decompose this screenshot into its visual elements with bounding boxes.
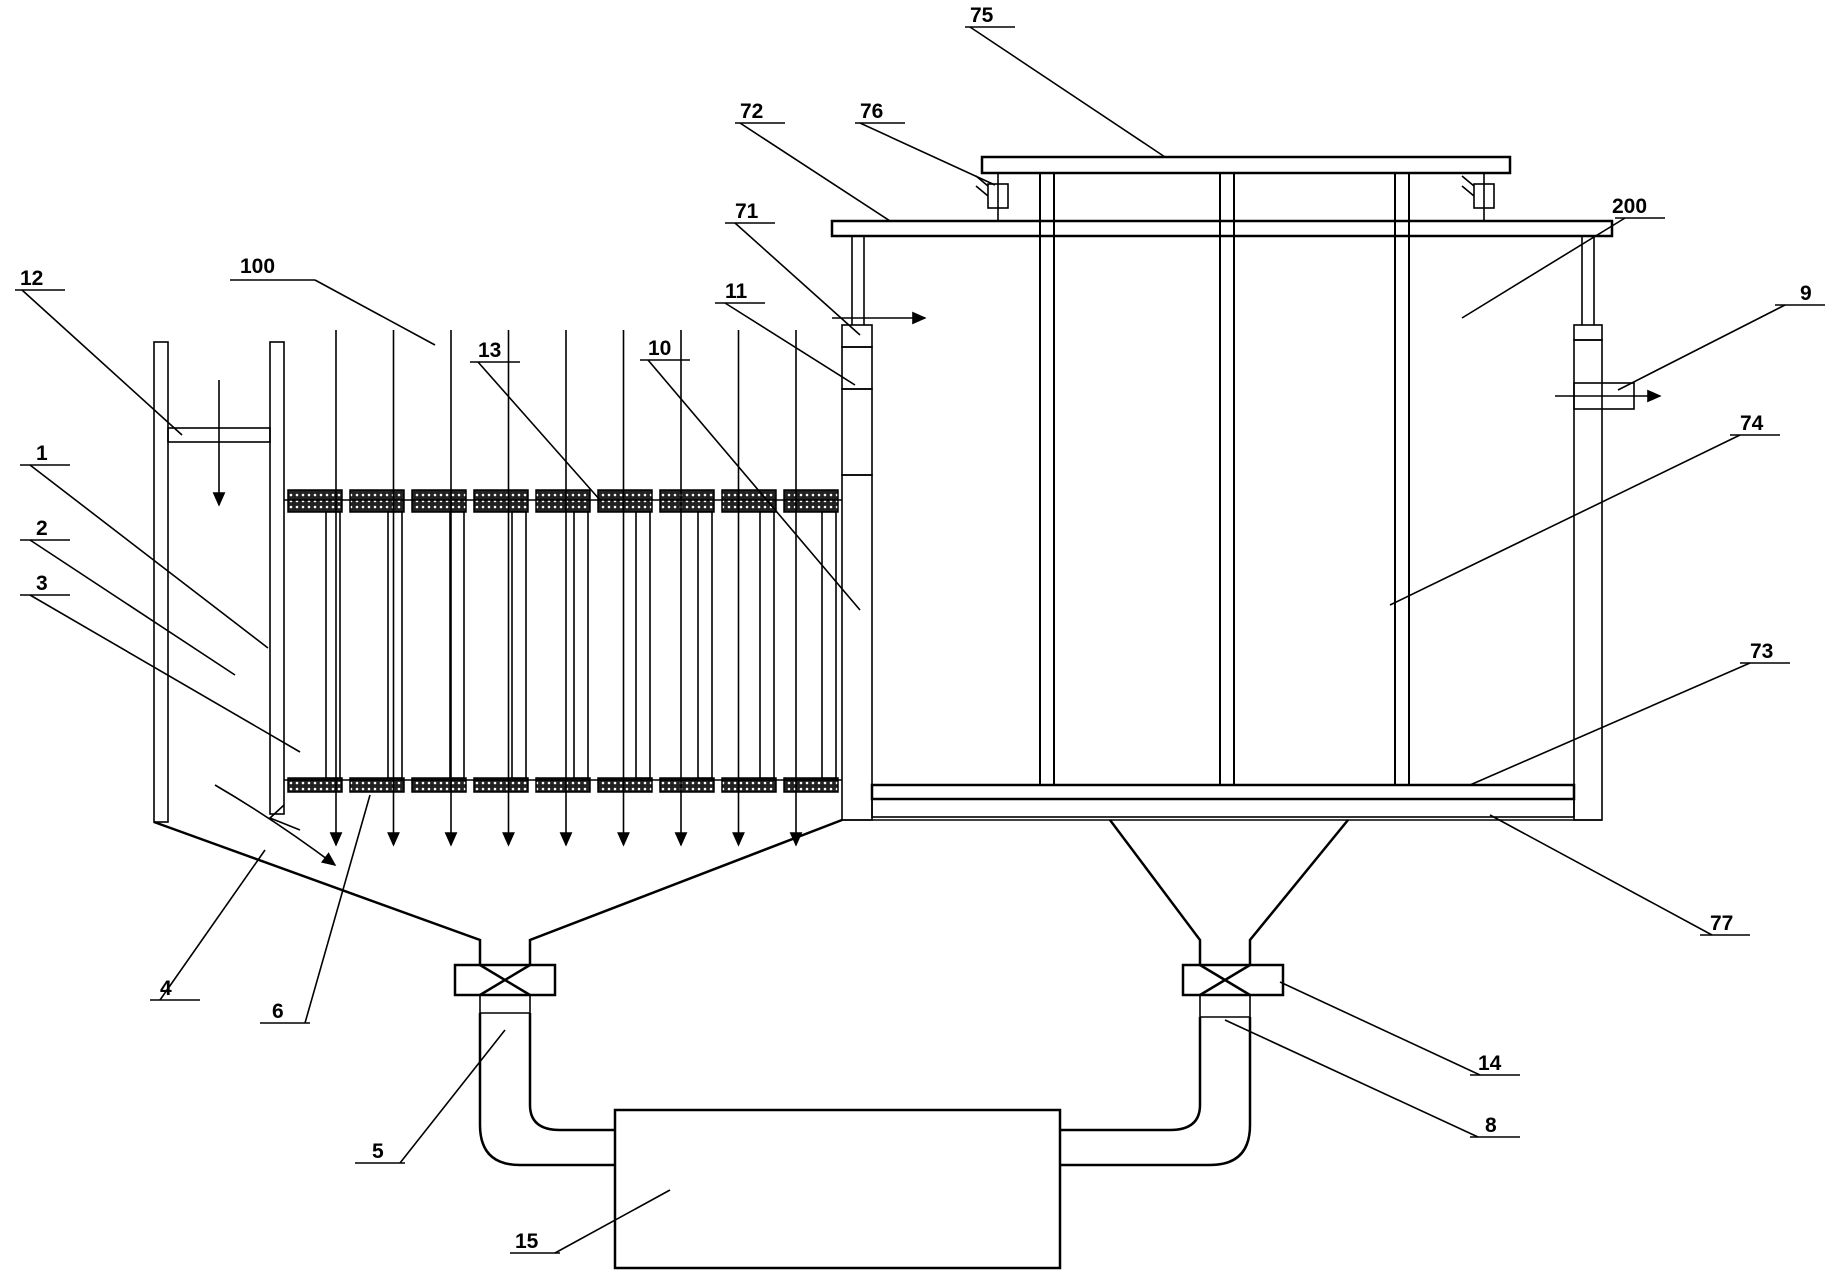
membrane-plate — [325, 511, 341, 779]
top-frame-block — [473, 489, 529, 513]
membrane-plate — [387, 511, 403, 779]
top-frame-block — [783, 489, 839, 513]
label-5: 5 — [372, 1140, 384, 1163]
piping-system — [153, 818, 1349, 1270]
partition-wall — [832, 311, 927, 821]
membrane-plate — [449, 511, 465, 779]
valve-left — [453, 963, 557, 997]
membrane-plate — [697, 511, 713, 779]
bottom-frame-block — [473, 777, 529, 793]
label-15: 15 — [515, 1230, 539, 1253]
label-76: 76 — [860, 100, 883, 123]
leader-lines — [15, 26, 1825, 1254]
bottom-frame-block — [597, 777, 653, 793]
top-frame-block — [659, 489, 715, 513]
label-10: 10 — [648, 337, 671, 360]
top-frame-block — [349, 489, 405, 513]
top-frame-block — [535, 489, 591, 513]
label-9: 9 — [1800, 282, 1812, 305]
label-75: 75 — [970, 4, 994, 27]
label-74: 74 — [1740, 412, 1764, 435]
bottom-frame-block — [721, 777, 777, 793]
membrane-plate — [573, 511, 589, 779]
top-frame-block — [597, 489, 653, 513]
left-tank — [153, 341, 337, 866]
bottom-frame-block — [349, 777, 405, 793]
top-frame-block — [287, 489, 343, 513]
label-100: 100 — [240, 255, 275, 278]
label-6: 6 — [272, 1000, 284, 1023]
membrane-plate — [635, 511, 651, 779]
label-77: 77 — [1710, 912, 1733, 935]
label-4: 4 — [160, 977, 172, 1000]
label-14: 14 — [1478, 1052, 1502, 1075]
valve-right — [1181, 963, 1285, 997]
label-3: 3 — [36, 572, 48, 595]
label-13: 13 — [478, 339, 501, 362]
bottom-frame-block — [287, 777, 343, 793]
bottom-frame-block — [535, 777, 591, 793]
label-2: 2 — [36, 517, 48, 540]
label-73: 73 — [1750, 640, 1773, 663]
membrane-plate — [759, 511, 775, 779]
top-frame-block — [411, 489, 467, 513]
membrane-module — [284, 330, 842, 847]
label-71: 71 — [735, 200, 759, 223]
label-12: 12 — [20, 267, 43, 290]
bottom-frame-block — [411, 777, 467, 793]
bottom-frame-block — [659, 777, 715, 793]
label-200: 200 — [1612, 195, 1647, 218]
label-1: 1 — [36, 442, 48, 465]
pump-box — [613, 1108, 1062, 1270]
label-11: 11 — [725, 280, 748, 303]
part-labels: 75 76 72 71 11 10 13 100 12 1 2 3 4 6 5 … — [20, 4, 1812, 1253]
right-tank — [830, 155, 1662, 821]
membrane-plate — [511, 511, 527, 779]
label-8: 8 — [1485, 1114, 1497, 1137]
membrane-plate — [821, 511, 837, 779]
label-72: 72 — [740, 100, 763, 123]
bottom-frame-block — [783, 777, 839, 793]
